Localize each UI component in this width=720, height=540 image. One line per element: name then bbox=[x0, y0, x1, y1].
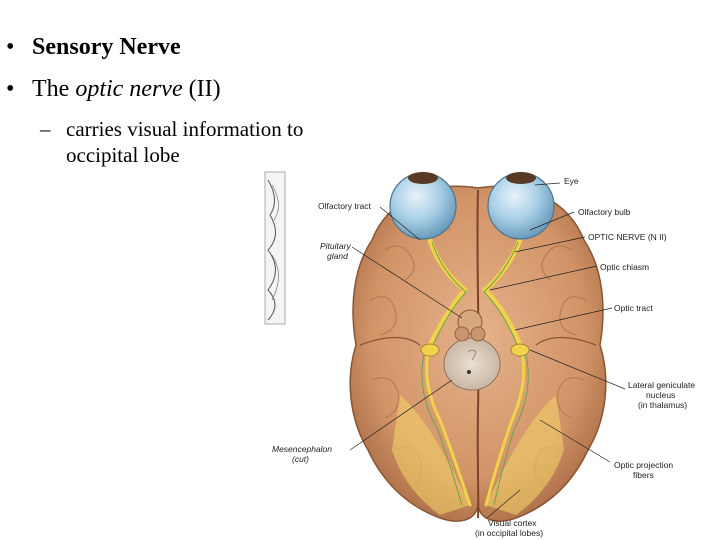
leader-lines bbox=[349, 182, 626, 519]
eyes bbox=[389, 172, 555, 240]
label-mesencephalon-2: (cut) bbox=[292, 454, 309, 464]
label-eye: Eye bbox=[564, 176, 579, 186]
label-olfactory-tract: Olfactory tract bbox=[318, 201, 372, 211]
label-lateral-geniculate-3: (in thalamus) bbox=[638, 400, 687, 410]
bullet-prefix: The bbox=[32, 76, 76, 102]
sub-bullet-text: carries visual information to occipital … bbox=[66, 117, 304, 167]
optic-fibers-green bbox=[421, 241, 529, 506]
label-visual-cortex: Visual cortex bbox=[488, 518, 537, 528]
sub-bullet-marker: – bbox=[40, 117, 51, 141]
figure-labels: Eye Olfactory tract Olfactory bulb Pitui… bbox=[272, 176, 695, 538]
label-optic-tract: Optic tract bbox=[614, 303, 653, 313]
brain-illustration bbox=[349, 185, 607, 522]
label-visual-cortex-2: (in occipital lobes) bbox=[475, 528, 543, 538]
label-lateral-geniculate: Lateral geniculate bbox=[628, 380, 695, 390]
bullet-marker: • bbox=[6, 76, 15, 102]
label-gland: gland bbox=[327, 251, 348, 261]
label-optic-projection: Optic projection bbox=[614, 460, 673, 470]
lateral-geniculate-right bbox=[510, 343, 530, 357]
label-pituitary: Pituitary bbox=[320, 241, 351, 251]
side-sketch bbox=[264, 171, 286, 325]
bullet-marker: • bbox=[6, 34, 15, 60]
label-olfactory-bulb: Olfactory bulb bbox=[578, 207, 631, 217]
label-optic-chiasm: Optic chiasm bbox=[600, 262, 649, 272]
label-mesencephalon: Mesencephalon bbox=[272, 444, 332, 454]
label-lateral-geniculate-2: nucleus bbox=[646, 390, 675, 400]
bullet-suffix: (II) bbox=[182, 76, 221, 102]
bullet-italic: optic nerve bbox=[75, 76, 183, 102]
lateral-geniculate-left bbox=[420, 343, 440, 357]
bullet-text: The optic nerve (II) bbox=[32, 75, 221, 103]
label-optic-nerve: OPTIC NERVE (N II) bbox=[588, 232, 667, 242]
bullet-text: Sensory Nerve bbox=[32, 34, 181, 60]
label-optic-projection-2: fibers bbox=[633, 470, 654, 480]
